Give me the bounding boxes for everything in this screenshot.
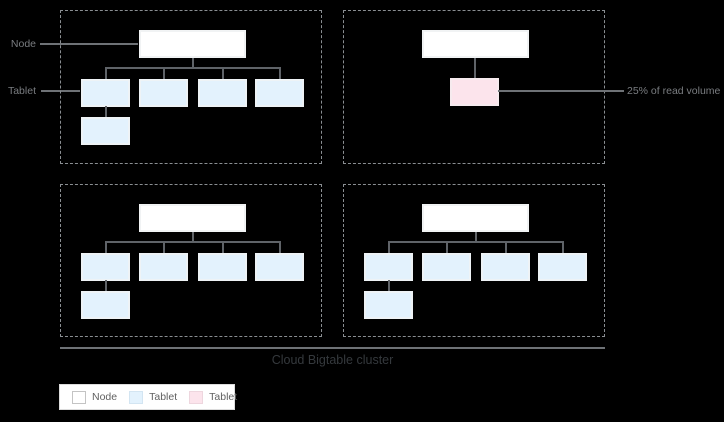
tablet-box [139, 79, 188, 107]
connector [105, 67, 107, 79]
legend-label: Tablet [149, 391, 178, 403]
tablet-box [481, 253, 530, 281]
tablet-box [364, 253, 413, 281]
cluster-caption: Cloud Bigtable cluster [271, 353, 394, 367]
connector [105, 280, 107, 292]
connector [474, 58, 476, 78]
connector [446, 241, 448, 253]
connector [105, 241, 280, 243]
tablet-box [255, 79, 304, 107]
node-box [139, 204, 246, 232]
legend: Node Tablet Tablet [59, 384, 238, 410]
tablet-pointer-label: Tablet [7, 85, 36, 97]
connector [388, 280, 390, 292]
node-pointer-label: Node [10, 38, 36, 50]
legend-label: Tablet [209, 391, 238, 403]
tablet-box [81, 117, 130, 145]
node-group-bottom-right [343, 184, 605, 337]
connector [222, 67, 224, 79]
connector [163, 67, 165, 79]
tablet-box [81, 79, 130, 107]
hot-tablet-box [450, 78, 499, 106]
node-swatch-icon [72, 390, 86, 404]
connector [562, 241, 564, 253]
node-box [139, 30, 246, 58]
tablet-box [198, 79, 247, 107]
tablet-swatch-icon [129, 390, 144, 404]
tablet-box [198, 253, 247, 281]
legend-item-node: Node [72, 390, 118, 404]
node-group-top-right [343, 10, 605, 164]
connector [105, 106, 107, 118]
tablet-box [422, 253, 471, 281]
read-volume-label: 25% of read volume [627, 85, 721, 97]
tablet-box [139, 253, 188, 281]
tablet-box [81, 291, 130, 319]
connector [222, 241, 224, 253]
connector [163, 241, 165, 253]
node-group-top-left [60, 10, 322, 164]
node-group-bottom-left [60, 184, 322, 337]
node-box [422, 30, 529, 58]
connector [192, 58, 194, 68]
connector [388, 241, 390, 253]
connector [192, 232, 194, 242]
connector [475, 232, 477, 242]
tablet-box [81, 253, 130, 281]
connector [105, 67, 280, 69]
legend-item-hot-tablet: Tablet [189, 390, 238, 404]
tablet-box [538, 253, 587, 281]
legend-item-tablet: Tablet [129, 390, 178, 404]
tablet-box [364, 291, 413, 319]
connector [105, 241, 107, 253]
legend-label: Node [92, 391, 118, 403]
node-pointer-line [40, 43, 138, 45]
node-box [422, 204, 529, 232]
tablet-box [255, 253, 304, 281]
read-volume-pointer-line [498, 90, 624, 92]
hot-tablet-swatch-icon [189, 390, 204, 404]
connector [279, 67, 281, 79]
connector [279, 241, 281, 253]
cluster-bracket-line [60, 347, 605, 349]
connector [505, 241, 507, 253]
connector [388, 241, 563, 243]
